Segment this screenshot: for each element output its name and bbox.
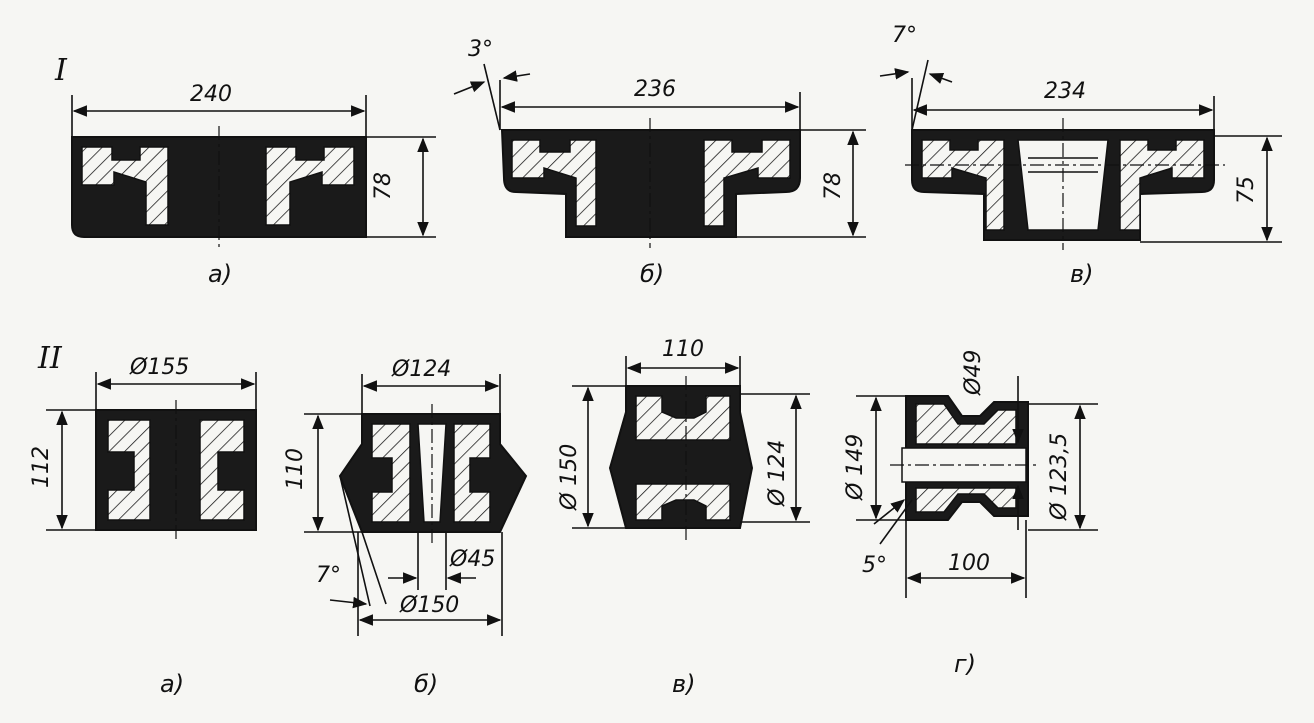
part-Ib bbox=[453, 63, 866, 248]
IIb-diameter-label: Ø124 bbox=[391, 357, 451, 382]
part-IId bbox=[856, 376, 1098, 598]
Ib-caption: б) bbox=[640, 260, 664, 288]
IIa-caption: а) bbox=[160, 670, 184, 698]
IIc-left-label: Ø 150 bbox=[557, 444, 582, 511]
IIb-angle-label: 7° bbox=[316, 563, 341, 588]
IId-right-label: Ø 123,5 bbox=[1047, 433, 1072, 521]
IIb-caption: б) bbox=[414, 670, 438, 698]
row-label-II: II bbox=[37, 341, 63, 376]
part-Ia bbox=[71, 95, 436, 250]
Ic-caption: в) bbox=[1070, 260, 1094, 288]
IIb-bottom-label: Ø150 bbox=[399, 593, 459, 618]
IIa-diameter-label: Ø155 bbox=[129, 355, 189, 380]
row-label-I: I bbox=[54, 53, 68, 88]
IIa-height-label: 112 bbox=[29, 446, 54, 488]
IId-caption: г) bbox=[954, 650, 976, 678]
IIc-right-label: Ø 124 bbox=[765, 440, 790, 507]
IIb-hole-label: Ø45 bbox=[449, 547, 495, 572]
part-IIc bbox=[572, 356, 810, 540]
IId-left-label: Ø 149 bbox=[843, 434, 868, 501]
IIc-width-label: 110 bbox=[662, 337, 704, 362]
IId-bottom-label: 100 bbox=[948, 551, 990, 576]
Ib-width-label: 236 bbox=[634, 77, 676, 102]
Ia-height-label: 78 bbox=[371, 172, 396, 200]
IId-angle-label: 5° bbox=[862, 553, 887, 578]
part-Ic bbox=[879, 59, 1282, 250]
part-IIb bbox=[304, 374, 528, 636]
Ic-width-label: 234 bbox=[1044, 79, 1086, 104]
Ic-height-label: 75 bbox=[1234, 176, 1259, 204]
Ia-caption: а) bbox=[208, 260, 232, 288]
Ia-width-label: 240 bbox=[190, 82, 232, 107]
IIc-caption: в) bbox=[672, 670, 696, 698]
IIb-height-label: 110 bbox=[283, 448, 308, 490]
IId-top-label: Ø49 bbox=[961, 350, 986, 396]
Ib-angle-label: 3° bbox=[468, 37, 493, 62]
Ic-angle-label: 7° bbox=[892, 23, 917, 48]
part-IIa bbox=[46, 372, 257, 540]
Ib-height-label: 78 bbox=[821, 172, 846, 200]
